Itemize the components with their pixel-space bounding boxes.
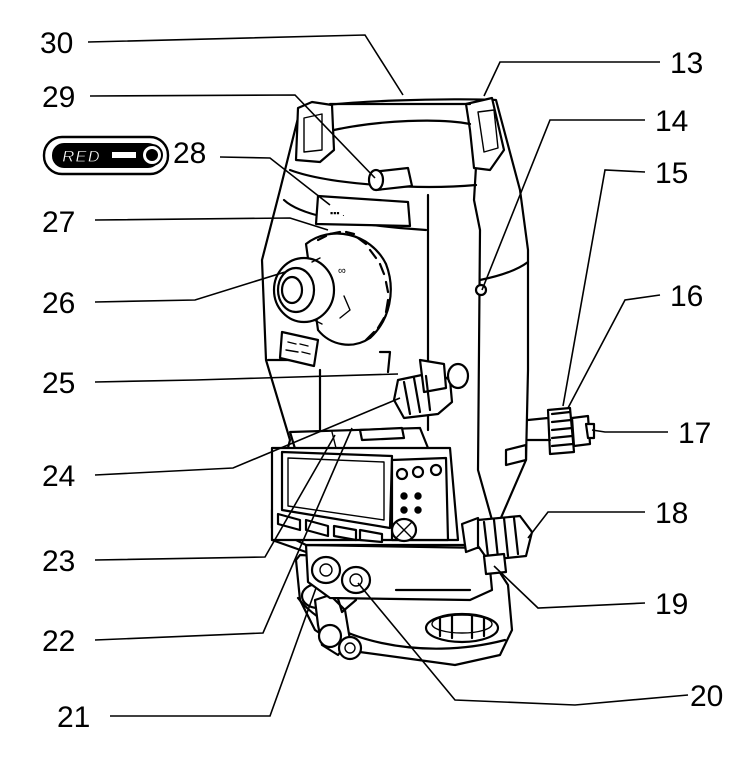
leader-27 [94,217,329,231]
leader-28 [219,156,331,206]
instrument-drawing: ▪▪▪ . ∞ [260,96,596,667]
callout-29: 29 [42,81,75,114]
badge-text: RED [62,147,101,166]
window-marking: ▪▪▪ . [330,208,345,218]
plate-level [288,426,430,454]
callout-17: 17 [678,417,711,450]
callout-20: 20 [690,680,723,713]
leader-18 [527,511,645,539]
eyepiece: ∞ [272,256,351,325]
leader-29 [89,94,376,179]
leader-17 [591,429,668,433]
callout-27: 27 [42,206,75,239]
callout-26: 26 [42,287,75,320]
callout-labels: 30 29 28 27 26 25 24 23 22 21 20 19 18 1… [40,27,723,734]
horizontal-clamp [460,514,534,576]
tribrach-clamp [313,578,363,661]
svg-text:∞: ∞ [338,265,346,277]
control-panel [270,446,460,554]
callout-19: 19 [655,588,688,621]
callout-28: 28 [173,137,206,170]
callout-23: 23 [42,545,75,578]
carrying-handle [294,96,506,172]
callout-21: 21 [57,701,90,734]
leader-13 [483,61,660,97]
focusing-ring [304,230,392,346]
collimator-sight [367,166,414,192]
leader-22 [94,427,353,641]
leader-21 [110,587,317,717]
callout-14: 14 [655,105,688,138]
telescope-window: ▪▪▪ . [314,194,412,228]
leader-25 [94,373,399,383]
callout-25: 25 [42,367,75,400]
vertical-clamp [378,350,470,420]
leader-20 [357,582,689,706]
leader-23 [94,434,336,561]
callout-15: 15 [655,157,688,190]
side-knob [526,406,596,456]
callout-18: 18 [655,497,688,530]
leader-24 [94,397,401,476]
lower-body [304,543,494,602]
leader-16 [567,294,661,409]
callout-30: 30 [40,27,73,60]
callout-13: 13 [670,47,703,80]
leader-14 [481,119,645,291]
leader-26 [94,271,286,303]
leader-15 [562,169,646,407]
callout-24: 24 [42,460,75,493]
leader-lines [87,34,689,717]
label-plate [278,330,320,368]
leader-19 [493,565,646,609]
callout-22: 22 [42,625,75,658]
svg-text:▪▪▪ .: ▪▪▪ . [330,208,345,218]
small-indicator [474,283,488,297]
callout-16: 16 [670,280,703,313]
leader-30 [87,34,404,96]
red-badge: RED [42,135,170,176]
